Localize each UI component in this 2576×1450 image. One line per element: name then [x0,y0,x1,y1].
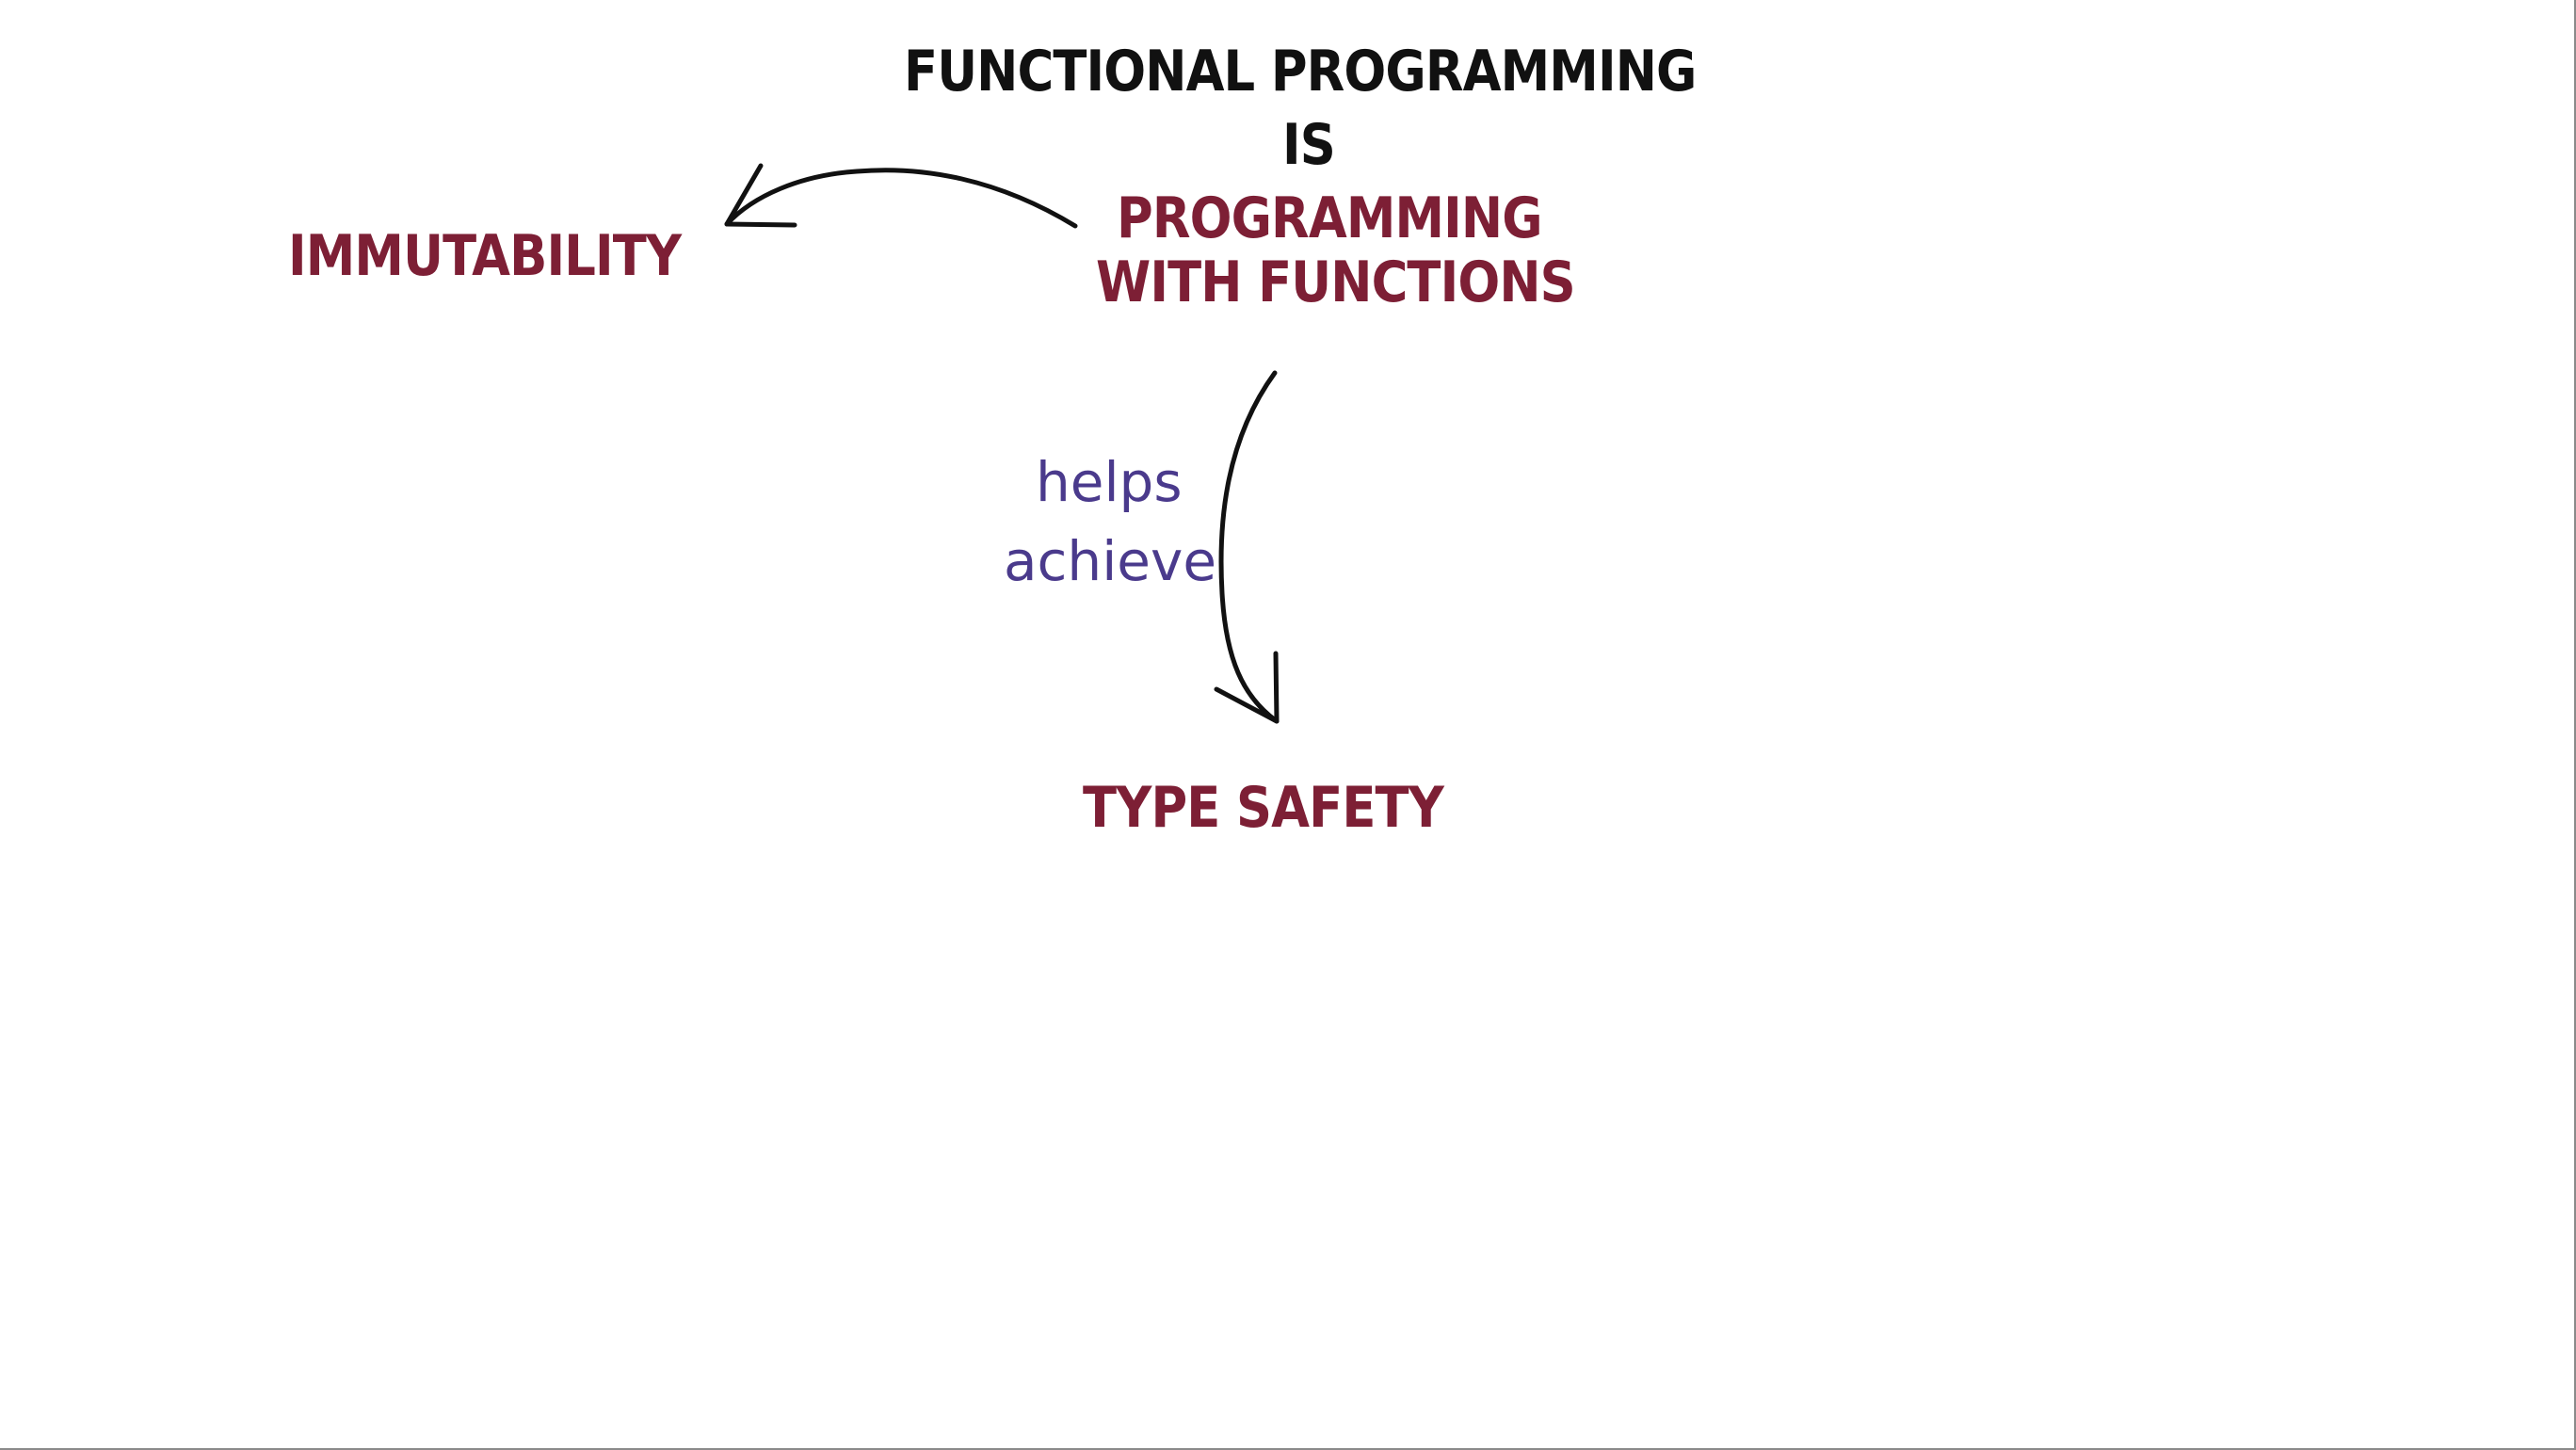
arrow-to-type-safety-curve [1218,370,1280,724]
title-line-2: IS [1282,112,1336,178]
center-node-line-2: WITH FUNCTIONS [1096,250,1576,315]
arrow-to-type-safety-head [1214,651,1280,724]
title-line-1: FUNCTIONAL PROGRAMMING [904,39,1697,105]
immutability-node: IMMUTABILITY [288,223,682,289]
arrow-to-immutability-curve [724,168,1078,229]
arrow-to-immutability [724,163,1078,229]
type-safety-node: TYPE SAFETY [1083,775,1444,841]
edge-label-line-1: helps [1036,450,1183,514]
arrow-to-type-safety [1214,370,1280,724]
arrow-to-immutability-head [724,163,797,228]
center-node-line-1: PROGRAMMING [1117,185,1543,251]
edge-label-line-2: achieve [1004,529,1216,593]
